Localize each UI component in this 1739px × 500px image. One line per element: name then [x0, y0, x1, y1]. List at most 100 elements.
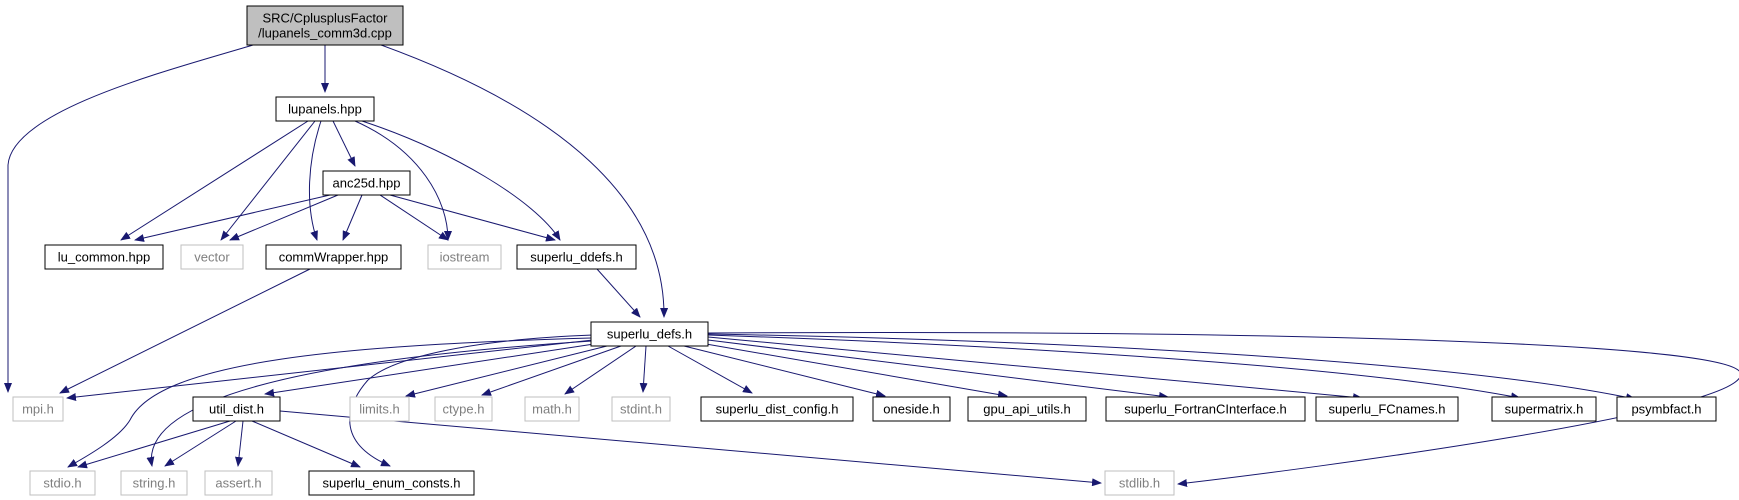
node-label: stdint.h [620, 402, 662, 417]
edge-util_dist-to-assert [235, 420, 244, 467]
nodes-layer: SRC/CplusplusFactor/lupanels_comm3d.cppl… [12, 5, 1717, 496]
node-box [967, 396, 1087, 422]
node-box [1104, 470, 1175, 496]
edge-lupanels-to-superlu_ddefs [361, 120, 561, 241]
node-label: mpi.h [22, 402, 54, 417]
node-label: superlu_FCnames.h [1328, 402, 1445, 417]
node-label: /lupanels_comm3d.cpp [258, 26, 392, 41]
node-box [524, 396, 580, 422]
edge-superlu_defs-to-limits [405, 345, 608, 398]
node-label: anc25d.hpp [333, 176, 401, 191]
node-label: string.h [133, 476, 176, 491]
node-box [611, 396, 671, 422]
edge-superlu_defs-to-math [564, 345, 637, 395]
edge-superlu_defs-to-ctype [481, 345, 622, 396]
edge-superlu_defs-to-stdint [639, 345, 648, 393]
node-ctype[interactable]: ctype.h [434, 396, 493, 422]
node-superlu_FCnames[interactable]: superlu_FCnames.h [1315, 396, 1459, 422]
node-util_dist[interactable]: util_dist.h [192, 396, 281, 422]
node-label: iostream [440, 250, 490, 265]
node-stdio[interactable]: stdio.h [29, 470, 96, 496]
node-box [872, 396, 951, 422]
node-mpi[interactable]: mpi.h [12, 396, 64, 422]
node-box [427, 244, 502, 270]
node-limits[interactable]: limits.h [349, 396, 410, 422]
node-box [516, 244, 637, 270]
node-label: superlu_ddefs.h [530, 250, 623, 265]
node-stdlib[interactable]: stdlib.h [1104, 470, 1175, 496]
edge-superlu_defs-to-supermatrix [707, 334, 1521, 401]
node-label: stdio.h [43, 476, 81, 491]
edge-superlu_defs-to-superlu_FortranCInterface [707, 339, 1169, 400]
node-stdint[interactable]: stdint.h [611, 396, 671, 422]
node-lu_common[interactable]: lu_common.hpp [44, 244, 164, 270]
node-anc25d[interactable]: anc25d.hpp [322, 170, 411, 196]
edge-anc25d-to-iostream [379, 194, 449, 241]
edge-superlu_defs-to-stdlib [707, 331, 1739, 487]
node-box [322, 170, 411, 196]
node-box [1491, 396, 1597, 422]
node-box [204, 470, 273, 496]
edge-superlu_defs-to-stdio [67, 337, 592, 468]
node-label: limits.h [359, 402, 399, 417]
edge-superlu_defs-to-mpi [66, 339, 594, 401]
node-label: oneside.h [883, 402, 939, 417]
node-superlu_dist_config[interactable]: superlu_dist_config.h [700, 396, 854, 422]
node-box [12, 396, 64, 422]
node-box [29, 470, 96, 496]
node-math[interactable]: math.h [524, 396, 580, 422]
node-label: lupanels.hpp [288, 102, 362, 117]
node-box [246, 5, 404, 46]
node-string[interactable]: string.h [120, 470, 188, 496]
edge-lupanels-to-lu_common [120, 120, 309, 241]
edge-superlu_defs-to-superlu_FCnames [707, 336, 1363, 402]
edge-lupanels-to-anc25d [332, 120, 356, 167]
node-commWrapper[interactable]: commWrapper.hpp [265, 244, 402, 270]
node-label: lu_common.hpp [58, 250, 151, 265]
node-label: superlu_enum_consts.h [322, 476, 460, 491]
node-box [308, 470, 475, 496]
node-supermatrix[interactable]: supermatrix.h [1491, 396, 1597, 422]
node-lupanels[interactable]: lupanels.hpp [275, 96, 375, 122]
node-gpu_api_utils[interactable]: gpu_api_utils.h [967, 396, 1087, 422]
node-superlu_FortranCInterface[interactable]: superlu_FortranCInterface.h [1105, 396, 1306, 422]
node-label: vector [194, 250, 230, 265]
edge-util_dist-to-stdio [77, 420, 231, 469]
edge-anc25d-to-commWrapper [342, 194, 363, 241]
node-label: psymbfact.h [1631, 402, 1701, 417]
node-vector[interactable]: vector [180, 244, 244, 270]
edge-anc25d-to-lu_common [134, 194, 331, 242]
edge-lupanels-to-vector [220, 120, 316, 241]
node-oneside[interactable]: oneside.h [872, 396, 951, 422]
edge-superlu_ddefs-to-superlu_defs [596, 268, 641, 318]
edge-util_dist-to-superlu_enum_consts [251, 420, 361, 468]
node-iostream[interactable]: iostream [427, 244, 502, 270]
node-label: superlu_dist_config.h [716, 402, 839, 417]
node-box [44, 244, 164, 270]
node-superlu_ddefs[interactable]: superlu_ddefs.h [516, 244, 637, 270]
edge-root-to-mpi [4, 44, 254, 393]
node-superlu_defs[interactable]: superlu_defs.h [590, 321, 709, 347]
edge-util_dist-to-stdlib [279, 410, 1102, 487]
node-superlu_enum_consts[interactable]: superlu_enum_consts.h [308, 470, 475, 496]
edge-superlu_defs-to-superlu_dist_config [667, 345, 753, 394]
node-psymbfact[interactable]: psymbfact.h [1616, 396, 1717, 422]
edge-superlu_defs-to-string [146, 340, 593, 467]
edge-superlu_defs-to-superlu_enum_consts [349, 334, 594, 467]
node-label: util_dist.h [209, 402, 264, 417]
node-label: assert.h [215, 476, 261, 491]
edge-anc25d-to-vector [229, 194, 339, 241]
edge-superlu_defs-to-gpu_api_utils [705, 343, 1008, 399]
node-label: superlu_FortranCInterface.h [1124, 402, 1287, 417]
node-box [275, 96, 375, 122]
node-box [1616, 396, 1717, 422]
node-label: SRC/CplusplusFactor [263, 11, 389, 26]
node-label: superlu_defs.h [607, 327, 692, 342]
node-label: ctype.h [443, 402, 485, 417]
edges-layer [4, 44, 1739, 487]
node-assert[interactable]: assert.h [204, 470, 273, 496]
edge-lupanels-to-iostream [354, 120, 452, 241]
edge-superlu_defs-to-oneside [683, 345, 886, 398]
node-root[interactable]: SRC/CplusplusFactor/lupanels_comm3d.cpp [246, 5, 404, 46]
